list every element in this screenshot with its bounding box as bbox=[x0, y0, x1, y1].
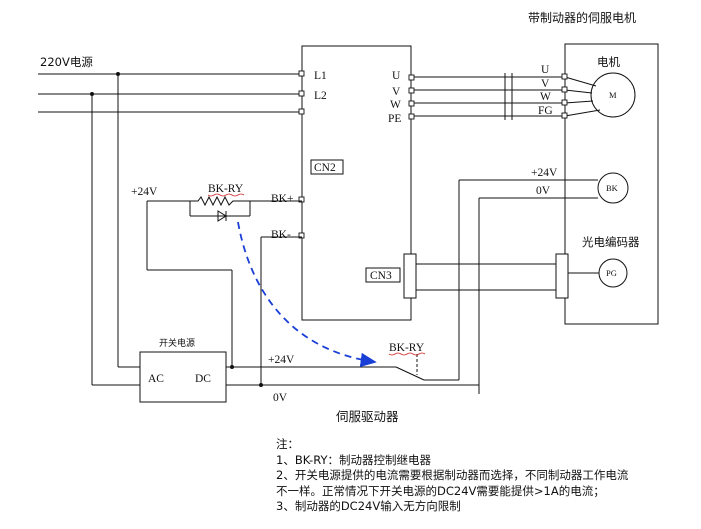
motor-terminal-w: W bbox=[540, 91, 551, 103]
terminal-u: U bbox=[392, 70, 401, 82]
cn2-box bbox=[310, 159, 344, 175]
bottom-circuit bbox=[226, 354, 480, 394]
brake-symbol-letter: BK bbox=[606, 183, 619, 193]
driver-label: 伺服驱动器 bbox=[336, 409, 399, 424]
diagram-title: 带制动器的伺服电机 bbox=[528, 10, 636, 25]
relay-plus24v: +24V bbox=[131, 186, 158, 198]
encoder-cable bbox=[403, 253, 599, 299]
terminal-l2: L2 bbox=[314, 90, 327, 102]
driver-terminals bbox=[298, 70, 415, 239]
connector-cn2: CN2 bbox=[314, 162, 336, 174]
bk-ry-coil-label: BK-RY bbox=[208, 183, 244, 195]
motor-symbol-letter: M bbox=[609, 90, 617, 100]
notes-line-3: 不一样。正常情况下开关电源的DC24V需要能提供>1A的电流； bbox=[276, 483, 605, 498]
spell-underline-bottom bbox=[388, 352, 426, 356]
terminal-bk-minus: BK- bbox=[271, 229, 291, 241]
brake-0v: 0V bbox=[536, 185, 551, 197]
terminal-l1: L1 bbox=[314, 70, 327, 82]
encoder-label: 光电编码器 bbox=[582, 235, 640, 249]
terminal-bk-plus: BK+ bbox=[271, 193, 293, 205]
psu-ac: AC bbox=[148, 373, 164, 385]
connector-cn3: CN3 bbox=[370, 270, 392, 282]
encoder-symbol-letter: PG bbox=[606, 268, 617, 278]
motor-terminal-fg: FG bbox=[538, 105, 553, 117]
notes-section: 注： 1、BK-RY：制动器控制继电器 2、开关电源提供的电流需要根据制动器而选… bbox=[276, 437, 696, 515]
mains-lines bbox=[38, 72, 302, 386]
notes-line-2: 2、开关电源提供的电流需要根据制动器而选择，不同制动器工作电流 bbox=[276, 468, 629, 482]
motor-symbol bbox=[590, 72, 636, 118]
notes-line-1: 1、BK-RY：制动器控制继电器 bbox=[276, 452, 431, 467]
psu-dc: DC bbox=[195, 373, 211, 385]
motor-label: 电机 bbox=[597, 55, 620, 69]
terminal-w: W bbox=[390, 99, 401, 111]
motor-terminal-v: V bbox=[541, 78, 550, 90]
power-wires bbox=[414, 73, 601, 120]
relay-coil bbox=[146, 195, 302, 385]
spell-underline-top bbox=[207, 193, 245, 197]
brake-plus24v: +24V bbox=[531, 167, 558, 179]
brake-wires bbox=[458, 179, 598, 394]
motor-terminal-u: U bbox=[541, 64, 550, 76]
bottom-plus24v: +24V bbox=[268, 354, 295, 366]
notes-line-4: 3、制动器的DC24V输入无方向限制 bbox=[276, 499, 461, 513]
bk-ry-contact-label: BK-RY bbox=[389, 342, 425, 354]
notes-heading: 注： bbox=[276, 437, 299, 451]
power-label: 220V电源 bbox=[40, 55, 93, 69]
psu-label: 开关电源 bbox=[159, 337, 195, 349]
terminal-v: V bbox=[392, 86, 401, 98]
control-arrow bbox=[237, 221, 377, 368]
terminal-pe: PE bbox=[388, 113, 401, 125]
cn3-box bbox=[365, 267, 401, 283]
brake-symbol bbox=[597, 172, 629, 204]
bottom-0v: 0V bbox=[273, 392, 288, 404]
switching-psu-box bbox=[139, 351, 227, 403]
